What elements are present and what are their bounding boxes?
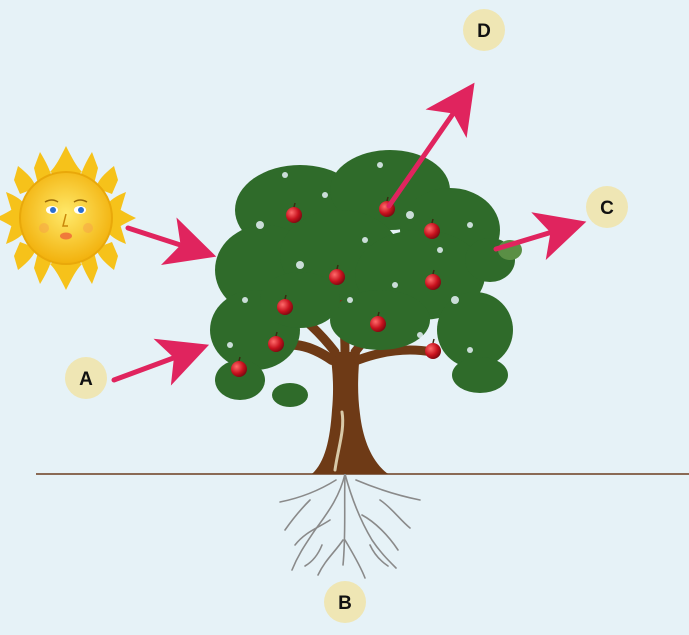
label-d: D xyxy=(463,9,505,51)
arrow-a xyxy=(114,350,195,380)
roots-icon xyxy=(280,474,420,578)
label-a: A xyxy=(65,357,107,399)
tree-foliage xyxy=(210,150,522,407)
label-d-text: D xyxy=(477,21,491,42)
apple-icon xyxy=(425,339,441,359)
sunlight-arrow xyxy=(128,228,202,252)
arrow-c xyxy=(496,226,572,249)
label-b: B xyxy=(324,581,366,623)
label-c-text: C xyxy=(600,198,614,219)
label-b-text: B xyxy=(338,593,352,614)
sun-face-icon xyxy=(0,146,136,290)
label-a-text: A xyxy=(79,369,93,390)
label-c: C xyxy=(586,186,628,228)
